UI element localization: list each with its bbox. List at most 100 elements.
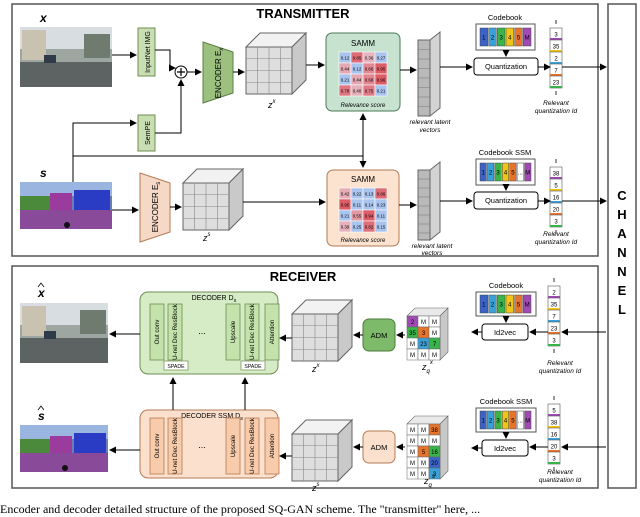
zq-cell-value: M bbox=[432, 320, 437, 326]
codebook-entry bbox=[509, 162, 517, 182]
codebook-entry bbox=[497, 27, 506, 47]
codebook-entry-label: 2 bbox=[489, 419, 493, 425]
sempe-label: SemPE bbox=[145, 121, 152, 145]
zq-x-label: zqx bbox=[421, 360, 434, 375]
reconstructed-image bbox=[20, 303, 108, 363]
codebook-entry bbox=[494, 410, 502, 430]
id-color-strip bbox=[550, 38, 562, 40]
decoder-block bbox=[149, 303, 165, 361]
codebook-entry bbox=[523, 27, 532, 47]
codebook-entry-label: M bbox=[525, 303, 530, 309]
s-label: s bbox=[40, 166, 47, 180]
decoder-x-title: DECODER Dx bbox=[192, 295, 237, 304]
codebook-entry bbox=[516, 162, 524, 182]
codebook-entry bbox=[479, 27, 488, 47]
decoder-block bbox=[225, 303, 241, 361]
codebook-entry-label: 4 bbox=[508, 303, 512, 309]
codebook-entry-label: 2 bbox=[489, 171, 493, 177]
zq-cell-value: M bbox=[421, 320, 426, 326]
relevance-value: 0.86 bbox=[377, 192, 386, 197]
relevance-value: 0.15 bbox=[377, 225, 386, 230]
relevance-value: 0.22 bbox=[353, 192, 362, 197]
codebook-entry-label: 4 bbox=[504, 419, 508, 425]
zq-cell-value: 7 bbox=[433, 342, 437, 348]
id-value: 35 bbox=[551, 303, 558, 309]
id-value: 2 bbox=[554, 57, 558, 63]
relevance-value: 0.66 bbox=[365, 67, 374, 72]
encoder-x-label: ENCODER Ex bbox=[214, 48, 225, 99]
decoder-block bbox=[167, 303, 183, 361]
id-color-strip bbox=[550, 74, 562, 76]
reconstructed-segmentation-map bbox=[20, 425, 108, 472]
channel-letter: A bbox=[617, 226, 627, 241]
id-value: 3 bbox=[552, 457, 556, 463]
codebook-entry-label: 3 bbox=[499, 303, 503, 309]
codebook-entry-label: M bbox=[525, 171, 530, 177]
receiver-title: RECEIVER bbox=[270, 269, 337, 284]
codebook-entry bbox=[488, 294, 497, 314]
relevance-value: 0.78 bbox=[341, 89, 350, 94]
codebook-entry-label: 2 bbox=[491, 36, 495, 42]
zq-cell bbox=[428, 348, 441, 361]
id-color-strip bbox=[548, 344, 560, 346]
id-value: 5 bbox=[554, 184, 558, 190]
relevant-id-top-a: Relevant bbox=[543, 100, 570, 107]
relevance-cell bbox=[374, 220, 388, 233]
codebook-entry-label: M bbox=[525, 36, 530, 42]
id-value: 20 bbox=[551, 445, 558, 451]
zq-cell-value: 20 bbox=[431, 461, 438, 467]
zq-cell-value: 3 bbox=[422, 331, 426, 337]
codebook-entry bbox=[494, 162, 502, 182]
zhat-x-label: zx bbox=[311, 363, 321, 374]
channel-letter: L bbox=[618, 302, 626, 317]
codebook-entry bbox=[514, 294, 523, 314]
relevant-latent-bottom-a: relevant latent bbox=[412, 243, 454, 250]
transmitter-title: TRANSMITTER bbox=[256, 6, 350, 21]
codebook-entry-label: ... bbox=[518, 419, 523, 425]
id-color-strip bbox=[548, 462, 560, 464]
id-color-strip bbox=[550, 201, 562, 203]
relevant-id-top-b: quantization Id bbox=[535, 108, 578, 115]
spade-label: SPADE bbox=[244, 364, 262, 370]
relevance-value: 0.95 bbox=[377, 67, 386, 72]
relevance-value: 0.27 bbox=[377, 56, 386, 61]
id-value: 3 bbox=[552, 339, 556, 345]
input-street-image bbox=[20, 27, 112, 87]
x-label: x bbox=[39, 11, 48, 25]
codebook-entry bbox=[479, 294, 488, 314]
channel-letter: H bbox=[617, 207, 626, 222]
codebook-entry-label: 4 bbox=[504, 171, 508, 177]
id-color-strip bbox=[550, 225, 562, 227]
zq-cell-value: M bbox=[421, 353, 426, 359]
zq-cell-value: M bbox=[432, 331, 437, 337]
id-value: 20 bbox=[553, 208, 560, 214]
zq-cell-value: M bbox=[410, 353, 415, 359]
channel-letter: N bbox=[617, 245, 626, 260]
zq-cell-value: M bbox=[432, 439, 437, 445]
zq-cell-value: 3 bbox=[433, 472, 437, 478]
decoder-block-label: Out conv bbox=[154, 319, 161, 345]
decoder-block bbox=[244, 417, 260, 475]
codebook-entry-label: 3 bbox=[499, 36, 503, 42]
relevance-value: 0.12 bbox=[341, 56, 350, 61]
codebook-entry bbox=[509, 410, 517, 430]
zq-cell-value: 38 bbox=[431, 428, 438, 434]
inputnet-box bbox=[137, 27, 156, 77]
zq-side-face bbox=[439, 307, 449, 361]
zs-latent-cube bbox=[181, 167, 245, 232]
codebook-entry-label: 2 bbox=[491, 303, 495, 309]
id-color-strip bbox=[550, 213, 562, 215]
relevance-value: 0.55 bbox=[353, 214, 362, 219]
zq-cell-value: M bbox=[410, 461, 415, 467]
figure-caption: Encoder and decoder detailed structure o… bbox=[0, 502, 481, 516]
codebook-entry-label: 1 bbox=[482, 36, 486, 42]
zq-cell-value: 23 bbox=[420, 342, 427, 348]
